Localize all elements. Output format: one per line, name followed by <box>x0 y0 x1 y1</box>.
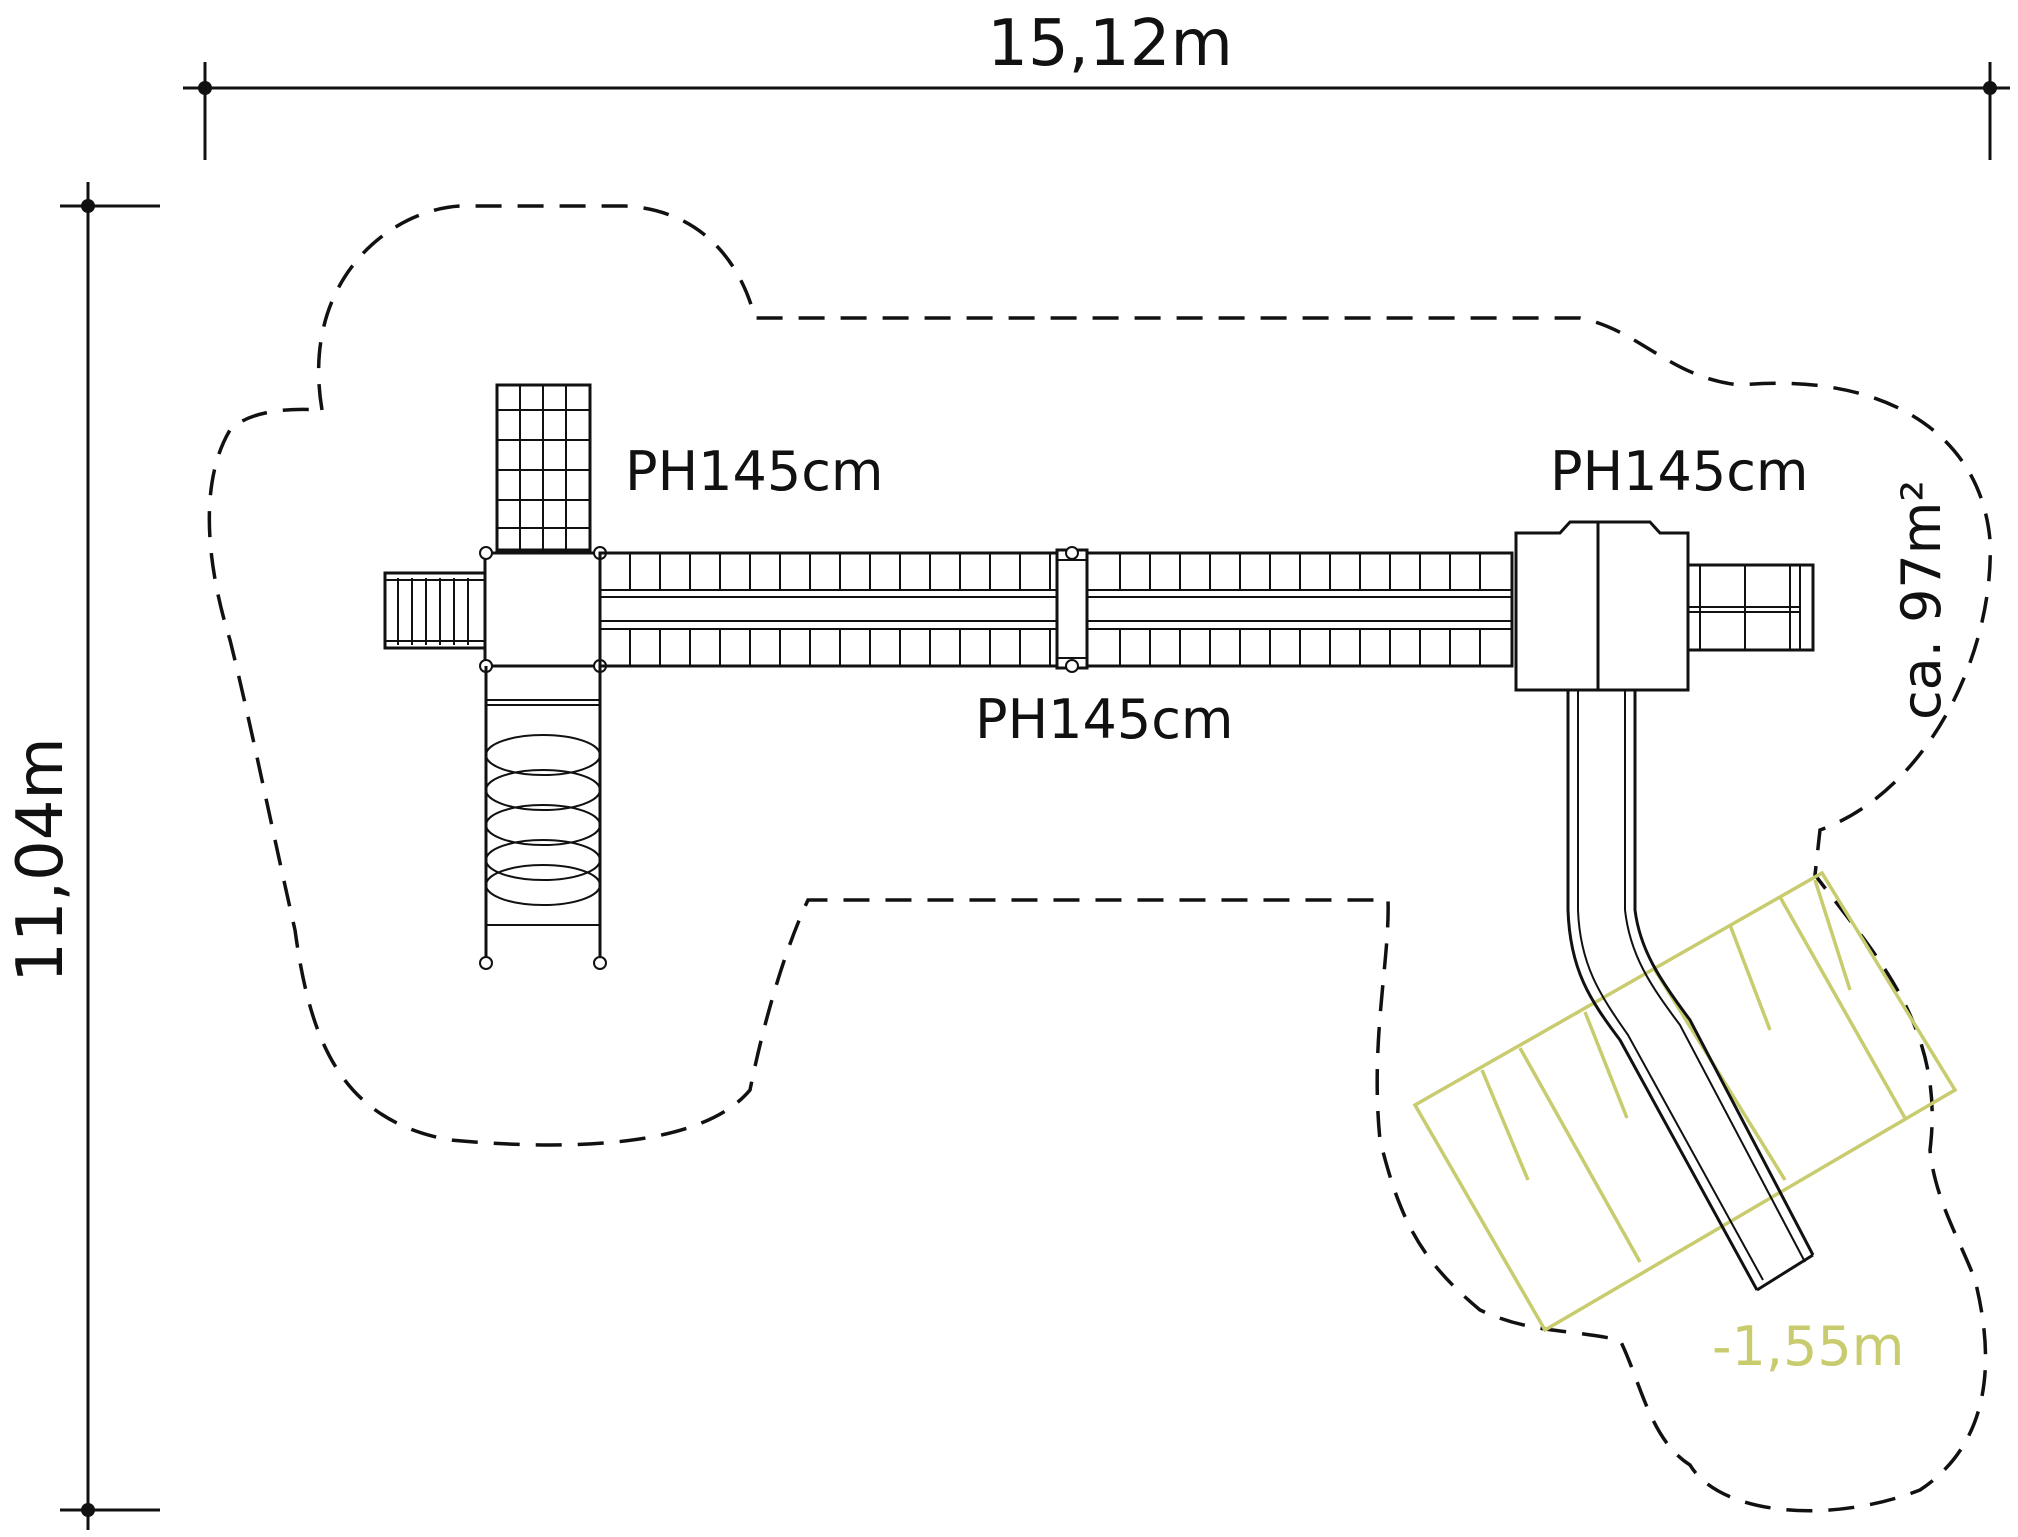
ring-climber <box>479 666 607 970</box>
slide-pit <box>1412 870 1958 1333</box>
area-label: ca. 97m² <box>1890 480 1953 720</box>
safety-zone-outline <box>207 204 1992 1513</box>
net-climber <box>495 383 592 552</box>
height-dimension: 11,04m <box>4 182 160 1530</box>
width-label: 15,12m <box>987 7 1233 81</box>
pit-depth-label: -1,55m <box>1712 1315 1904 1378</box>
bridge <box>598 546 1514 673</box>
left-platform <box>483 551 602 668</box>
right-tower <box>1514 520 1815 692</box>
width-dimension: 15,12m <box>183 7 2010 160</box>
right-tower-height-label: PH145cm <box>1550 440 1809 503</box>
bridge-height-label: PH145cm <box>975 688 1234 751</box>
slide <box>1566 690 1815 1292</box>
left-tower <box>383 383 607 970</box>
side-ladder <box>383 571 487 650</box>
height-label: 11,04m <box>4 737 78 983</box>
left-tower-height-label: PH145cm <box>625 440 884 503</box>
